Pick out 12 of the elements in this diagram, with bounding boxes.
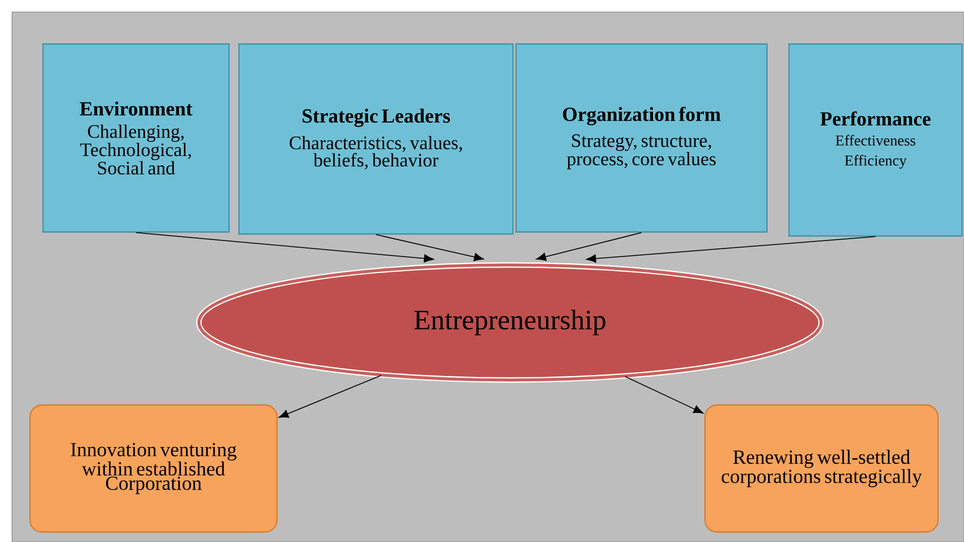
factor-box: Performance Effectiveness Efficiency bbox=[788, 43, 963, 237]
arrow bbox=[136, 232, 434, 263]
factor-box: Strategic Leaders Characteristics, values, beliefs, behavior bbox=[238, 43, 514, 235]
outcome-box: Renewing well-settled corporations strategically bbox=[704, 404, 939, 533]
arrow bbox=[376, 234, 484, 262]
arrow bbox=[586, 236, 876, 263]
factor-box: Organization form Strategy, structure, process, core values bbox=[515, 43, 768, 233]
arrow bbox=[278, 374, 382, 418]
arrow bbox=[536, 232, 642, 261]
outcome-box: Innovation venturing within established Corporation bbox=[29, 404, 278, 533]
factor-box: Environment Challenging, Technological, Social and bbox=[42, 43, 230, 233]
arrow bbox=[624, 376, 704, 414]
